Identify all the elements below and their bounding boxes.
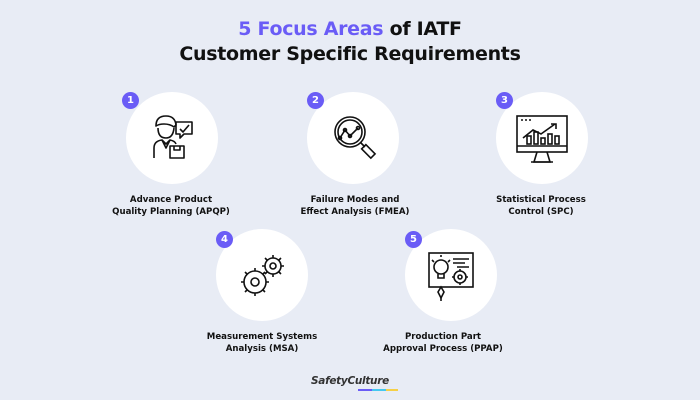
icon-circle (126, 92, 218, 184)
number-badge: 3 (496, 92, 513, 109)
icon-circle (307, 92, 399, 184)
gears-icon (241, 255, 284, 296)
number-badge: 2 (307, 92, 324, 109)
lightbulb-gear-board-icon (428, 252, 474, 301)
number-badge: 4 (216, 231, 233, 248)
monitor-chart-icon (516, 115, 568, 163)
title-line1-rest: of IATF (383, 18, 462, 40)
title-accent: 5 Focus Areas (238, 18, 384, 40)
number-badge: 1 (122, 92, 139, 109)
number-badge: 5 (405, 231, 422, 248)
quality-planning-person-icon (153, 115, 193, 159)
logo-underline (358, 389, 398, 391)
magnifier-chart-icon (334, 116, 377, 160)
page-title: 5 Focus Areas of IATF Customer Specific … (0, 17, 700, 67)
title-line2: Customer Specific Requirements (179, 43, 521, 65)
safetyculture-logo: SafetyCulture (300, 375, 400, 391)
